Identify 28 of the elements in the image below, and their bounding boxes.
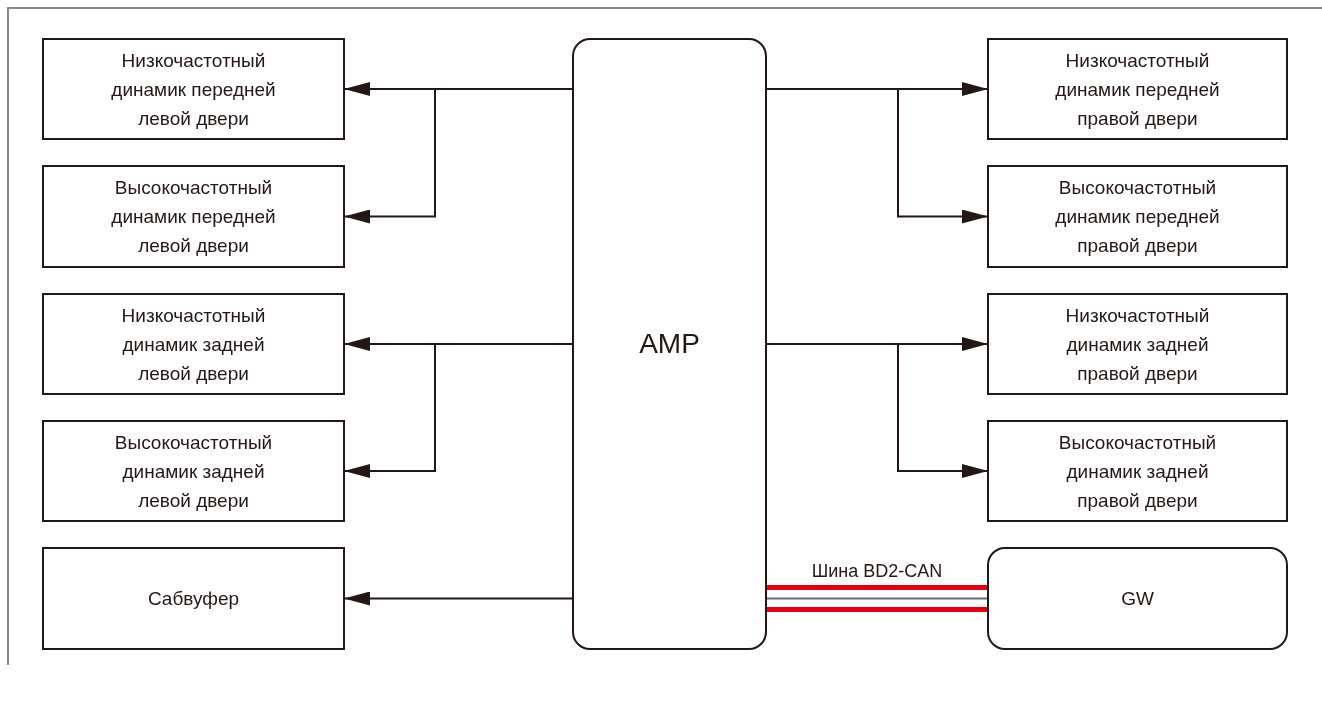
speaker-box bbox=[42, 293, 345, 395]
arrow bbox=[766, 343, 988, 478]
speaker-box bbox=[42, 165, 345, 268]
speaker-box bbox=[42, 420, 345, 522]
amplifier-box bbox=[572, 38, 767, 650]
node-label: Высокочастотный динамик задней правой двери bbox=[1057, 430, 1218, 513]
gateway-box bbox=[987, 547, 1288, 650]
node-label: AMP bbox=[639, 327, 700, 361]
node-label: Низкочастотный динамик задней левой двери bbox=[120, 303, 267, 386]
speaker-box bbox=[987, 293, 1288, 395]
speaker-box bbox=[42, 38, 345, 140]
node-label: Низкочастотный динамик передней правой двери bbox=[1054, 48, 1221, 131]
arrow bbox=[344, 591, 573, 606]
arrow bbox=[766, 88, 988, 224]
node-label: Высокочастотный динамик передней левой двери bbox=[110, 176, 277, 258]
can-bus-line bbox=[764, 585, 990, 612]
arrow bbox=[344, 343, 573, 478]
arrow bbox=[344, 88, 573, 224]
node-label: Высокочастотный динамик задней левой двери bbox=[113, 430, 274, 513]
node-label: GW bbox=[1121, 587, 1154, 611]
node-label: Высокочастотный динамик передней правой двери bbox=[1054, 176, 1221, 258]
node-label: Сабвуфер bbox=[147, 587, 240, 611]
node-label: Низкочастотный динамик задней правой двери bbox=[1064, 303, 1211, 386]
node-label: Низкочастотный динамик передней левой двери bbox=[110, 48, 277, 131]
speaker-box bbox=[987, 165, 1288, 268]
speaker-box bbox=[987, 420, 1288, 522]
subwoofer-box bbox=[42, 547, 345, 650]
speaker-box bbox=[987, 38, 1288, 140]
